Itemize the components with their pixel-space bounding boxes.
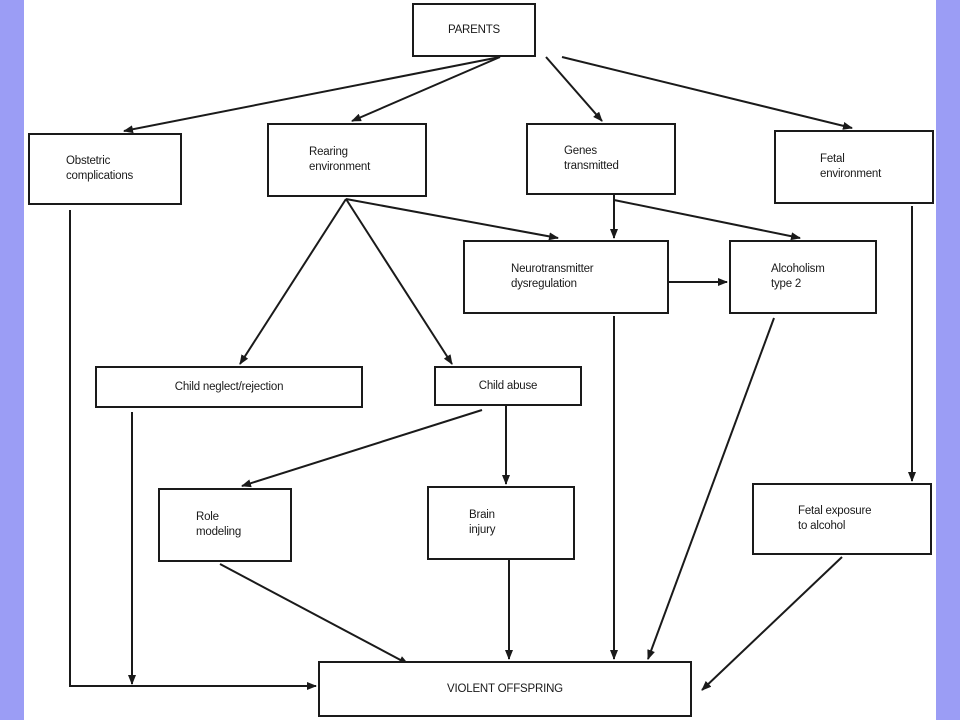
node-rearing-environment-text: Rearing environment bbox=[309, 145, 370, 175]
node-alcoholism-type-2-line-1: Alcoholism bbox=[771, 263, 825, 275]
node-child-neglect-rejection: Child neglect/rejection bbox=[95, 366, 363, 408]
node-violent-offspring-text: VIOLENT OFFSPRING bbox=[447, 682, 563, 697]
node-child-abuse-text: Child abuse bbox=[479, 379, 538, 394]
node-violent-offspring-line-1: VIOLENT OFFSPRING bbox=[447, 682, 563, 695]
arrow-rearing-to-neglect bbox=[239, 198, 347, 365]
node-fetal-exposure-to-alcohol-text: Fetal exposure to alcohol bbox=[798, 504, 871, 534]
node-parents-text: PARENTS bbox=[448, 23, 500, 38]
diagram-canvas: PARENTS Obstetric complications Rearing … bbox=[24, 0, 936, 720]
node-fetal-exposure-to-alcohol-line-2: to alcohol bbox=[798, 520, 846, 532]
node-brain-injury-line-1: Brain bbox=[469, 509, 495, 521]
node-role-modeling-line-2: modeling bbox=[196, 526, 242, 538]
node-obstetric-complications-line-2: complications bbox=[66, 170, 134, 182]
node-alcoholism-type-2-line-2: type 2 bbox=[771, 278, 802, 290]
node-rearing-environment-line-2: environment bbox=[309, 161, 371, 173]
node-obstetric-complications-text: Obstetric complications bbox=[66, 154, 133, 184]
node-role-modeling: Role modeling bbox=[158, 488, 292, 562]
node-child-neglect-rejection-text: Child neglect/rejection bbox=[175, 380, 284, 395]
arrow-parents-to-rearing bbox=[351, 56, 501, 122]
node-neurotransmitter-dysregulation: Neurotransmitter dysregulation bbox=[463, 240, 669, 314]
arrow-abuse-to-role bbox=[241, 409, 483, 488]
node-parents: PARENTS bbox=[412, 3, 536, 57]
node-child-abuse-line-1: Child abuse bbox=[478, 379, 538, 392]
arrow-parents-to-fetal-env bbox=[561, 56, 853, 130]
node-genes-transmitted-text: Genes transmitted bbox=[564, 144, 619, 174]
node-rearing-environment-line-1: Rearing bbox=[309, 146, 348, 158]
node-child-neglect-rejection-line-1: Child neglect/rejection bbox=[174, 380, 284, 393]
node-fetal-environment-text: Fetal environment bbox=[820, 152, 881, 182]
arrow-obstetric-to-violent bbox=[69, 210, 317, 690]
arrow-fetal-exposure-to-violent bbox=[701, 556, 843, 691]
node-child-abuse: Child abuse bbox=[434, 366, 582, 406]
node-genes-transmitted-line-2: transmitted bbox=[564, 160, 619, 172]
node-violent-offspring: VIOLENT OFFSPRING bbox=[318, 661, 692, 717]
node-fetal-environment: Fetal environment bbox=[774, 130, 934, 204]
arrow-alcoholism-to-violent bbox=[647, 317, 775, 660]
node-fetal-environment-line-2: environment bbox=[820, 168, 882, 180]
arrow-genes-to-alcoholism bbox=[613, 199, 801, 241]
node-role-modeling-text: Role modeling bbox=[196, 510, 241, 540]
node-brain-injury: Brain injury bbox=[427, 486, 575, 560]
node-fetal-exposure-to-alcohol-line-1: Fetal exposure bbox=[798, 505, 872, 517]
node-alcoholism-type-2-text: Alcoholism type 2 bbox=[771, 262, 825, 292]
arrow-parents-to-obstetric bbox=[123, 56, 501, 134]
node-obstetric-complications: Obstetric complications bbox=[28, 133, 182, 205]
node-neurotransmitter-dysregulation-text: Neurotransmitter dysregulation bbox=[511, 262, 594, 292]
node-neurotransmitter-dysregulation-line-1: Neurotransmitter bbox=[511, 263, 594, 275]
node-fetal-environment-line-1: Fetal bbox=[820, 153, 845, 165]
arrow-rearing-to-neuro bbox=[345, 198, 559, 241]
node-parents-line-1: PARENTS bbox=[447, 23, 501, 36]
node-brain-injury-line-2: injury bbox=[469, 524, 496, 536]
node-neurotransmitter-dysregulation-line-2: dysregulation bbox=[511, 278, 577, 290]
edges-layer bbox=[69, 56, 916, 691]
node-rearing-environment: Rearing environment bbox=[267, 123, 427, 197]
node-genes-transmitted: Genes transmitted bbox=[526, 123, 676, 195]
arrow-role-to-violent bbox=[219, 563, 409, 665]
node-obstetric-complications-line-1: Obstetric bbox=[66, 155, 111, 167]
node-fetal-exposure-to-alcohol: Fetal exposure to alcohol bbox=[752, 483, 932, 555]
node-brain-injury-text: Brain injury bbox=[469, 508, 495, 538]
arrow-rearing-to-abuse bbox=[345, 198, 453, 365]
node-alcoholism-type-2: Alcoholism type 2 bbox=[729, 240, 877, 314]
arrow-parents-to-genes bbox=[545, 56, 603, 122]
node-genes-transmitted-line-1: Genes bbox=[564, 145, 597, 157]
node-role-modeling-line-1: Role bbox=[196, 511, 219, 523]
